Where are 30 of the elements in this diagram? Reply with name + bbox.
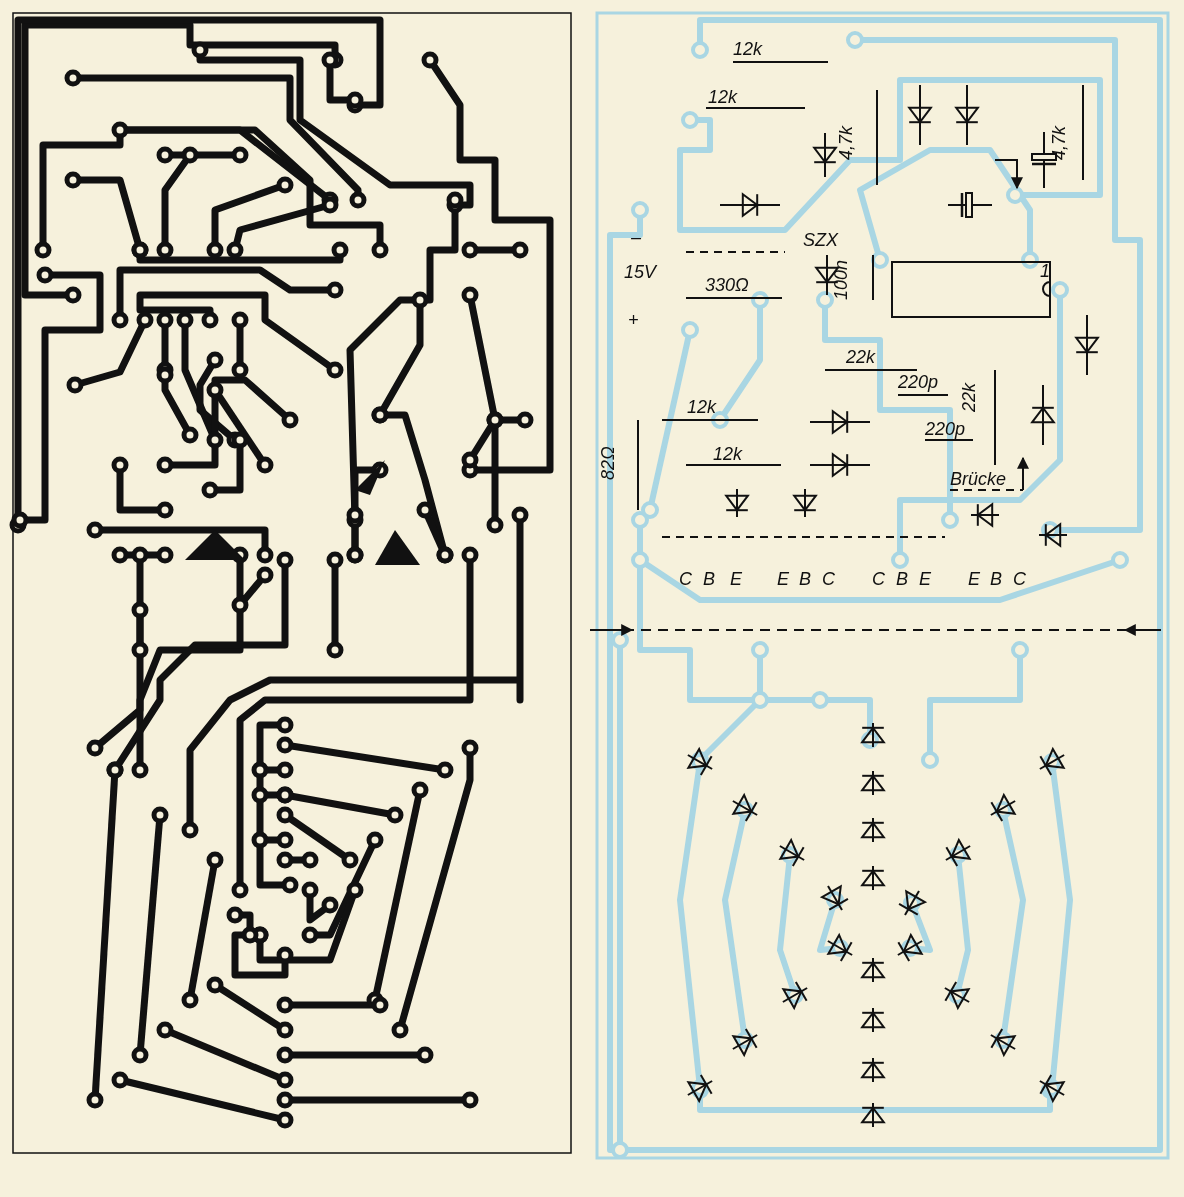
resistor-value: 4,7k (837, 125, 855, 160)
resistor-value: 12k (687, 398, 717, 416)
polarity-sign: – (631, 228, 641, 246)
resistor-value: 12k (733, 40, 763, 58)
transistor-pin-label: C (679, 570, 692, 588)
supply-voltage: 15V (624, 263, 657, 281)
jumper-note: Brücke (950, 470, 1007, 488)
transistor-pin-label: E (919, 570, 931, 588)
transistor-pin-label: B (799, 570, 811, 588)
pin-number: 1 (1040, 262, 1050, 280)
capacitor-value: 100n (832, 259, 850, 300)
resistor-value: 82Ω (599, 446, 617, 480)
transistor-pin-label: C (872, 570, 885, 588)
transistor-pin-label: E (730, 570, 742, 588)
capacitor-value: 220p (925, 420, 966, 438)
transistor-pin-label: B (990, 570, 1002, 588)
polarity-sign: + (628, 311, 639, 329)
diode-type: SZX (803, 231, 838, 249)
transistor-pin-label: E (777, 570, 789, 588)
resistor-value: 22k (846, 348, 876, 366)
resistor-value: 22k (960, 382, 978, 412)
transistor-pin-label: C (1013, 570, 1026, 588)
transistor-pin-label: B (896, 570, 908, 588)
transistor-pin-label: B (703, 570, 715, 588)
resistor-value: 12k (713, 445, 743, 463)
resistor-value: 12k (708, 88, 738, 106)
transistor-pin-label: E (968, 570, 980, 588)
resistor-value: 330Ω (705, 276, 749, 294)
transistor-pin-label: C (822, 570, 835, 588)
capacitor-value: 220p (898, 373, 939, 391)
